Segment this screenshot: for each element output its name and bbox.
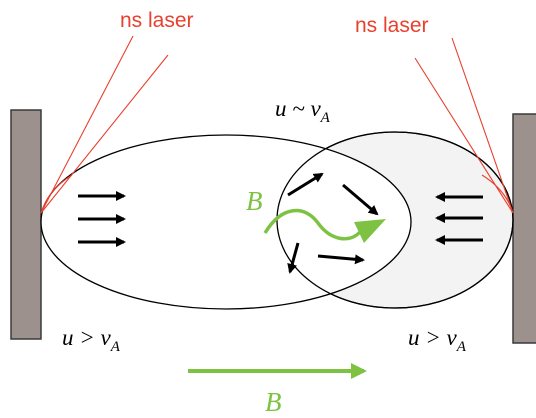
u-gt-vA-left-text: u > v bbox=[62, 325, 112, 350]
subscript-A: A bbox=[456, 339, 467, 355]
u-sim-vA-text: u ~ v bbox=[275, 96, 321, 121]
left-laser-label: ns laser bbox=[120, 9, 194, 32]
svg-text:u > vA: u > vA bbox=[408, 325, 467, 355]
subscript-A: A bbox=[110, 339, 121, 355]
svg-text:u ~ vA: u ~ vA bbox=[275, 96, 331, 126]
left-target bbox=[11, 110, 41, 339]
right-target bbox=[513, 114, 536, 343]
alfven-speed-label-right: u > vA bbox=[408, 325, 467, 355]
u-gt-vA-right-text: u > v bbox=[408, 325, 458, 350]
bottom-field-label: B bbox=[265, 387, 282, 417]
center-field-label: B bbox=[246, 186, 263, 216]
right-laser-label: ns laser bbox=[355, 14, 429, 37]
alfven-speed-label-left: u > vA bbox=[62, 325, 121, 355]
alfven-speed-label-top: u ~ vA bbox=[275, 96, 331, 126]
subscript-A: A bbox=[320, 110, 331, 126]
svg-text:u > vA: u > vA bbox=[62, 325, 121, 355]
